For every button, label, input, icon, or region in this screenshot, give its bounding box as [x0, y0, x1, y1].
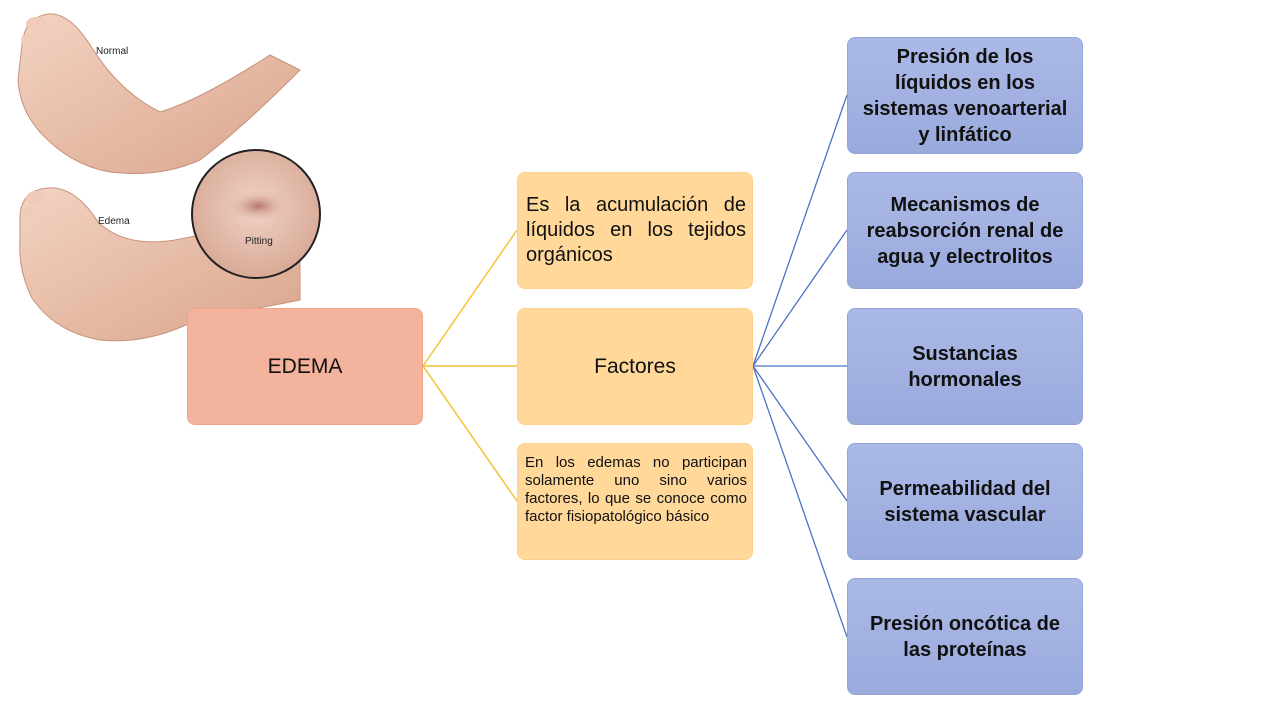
definition-node: Es la acumulación de líquidos en los tej… — [517, 172, 753, 289]
leaf-label: Presión oncótica de las proteínas — [869, 612, 1061, 661]
root-node-edema: EDEMA — [187, 308, 423, 425]
pitting-magnifier — [191, 149, 321, 279]
connector-factor-leaf-4 — [752, 365, 848, 502]
factor-connectors — [752, 94, 848, 638]
root-node-label: EDEMA — [267, 354, 343, 378]
label-edema: Edema — [98, 216, 130, 227]
leaf-node-2: Mecanismos de reabsorción renal de agua … — [847, 172, 1083, 289]
factors-node: Factores — [517, 308, 753, 425]
label-pitting: Pitting — [245, 236, 273, 247]
normal-foot — [17, 13, 301, 174]
leaf-label: Mecanismos de reabsorción renal de agua … — [866, 193, 1064, 268]
leaf-node-5: Presión oncótica de las proteínas — [847, 578, 1083, 695]
leaf-label: Permeabilidad del sistema vascular — [879, 477, 1051, 526]
leaf-node-1: Presión de los líquidos en los sistemas … — [847, 37, 1083, 154]
root-connectors — [422, 229, 518, 502]
label-normal: Normal — [96, 46, 128, 57]
note-text: En los edemas no participan solamente un… — [525, 454, 747, 525]
connector-factor-leaf-5 — [752, 365, 848, 638]
note-node: En los edemas no participan solamente un… — [517, 443, 753, 560]
leaf-node-3: Sustancias hormonales — [847, 308, 1083, 425]
leaf-label: Presión de los líquidos en los sistemas … — [862, 45, 1068, 146]
leaf-node-4: Permeabilidad del sistema vascular — [847, 443, 1083, 560]
connector-factor-leaf-2 — [752, 229, 848, 367]
leaf-label: Sustancias hormonales — [908, 342, 1022, 391]
edema-foot-illustration: Normal Edema Pitting — [17, 13, 321, 342]
connector-root-definition — [422, 229, 518, 367]
connector-root-note — [422, 365, 518, 502]
factors-label: Factores — [594, 354, 676, 378]
edema-foot — [19, 187, 301, 342]
definition-text: Es la acumulación de líquidos en los tej… — [526, 194, 746, 266]
connector-factor-leaf-1 — [752, 94, 848, 367]
